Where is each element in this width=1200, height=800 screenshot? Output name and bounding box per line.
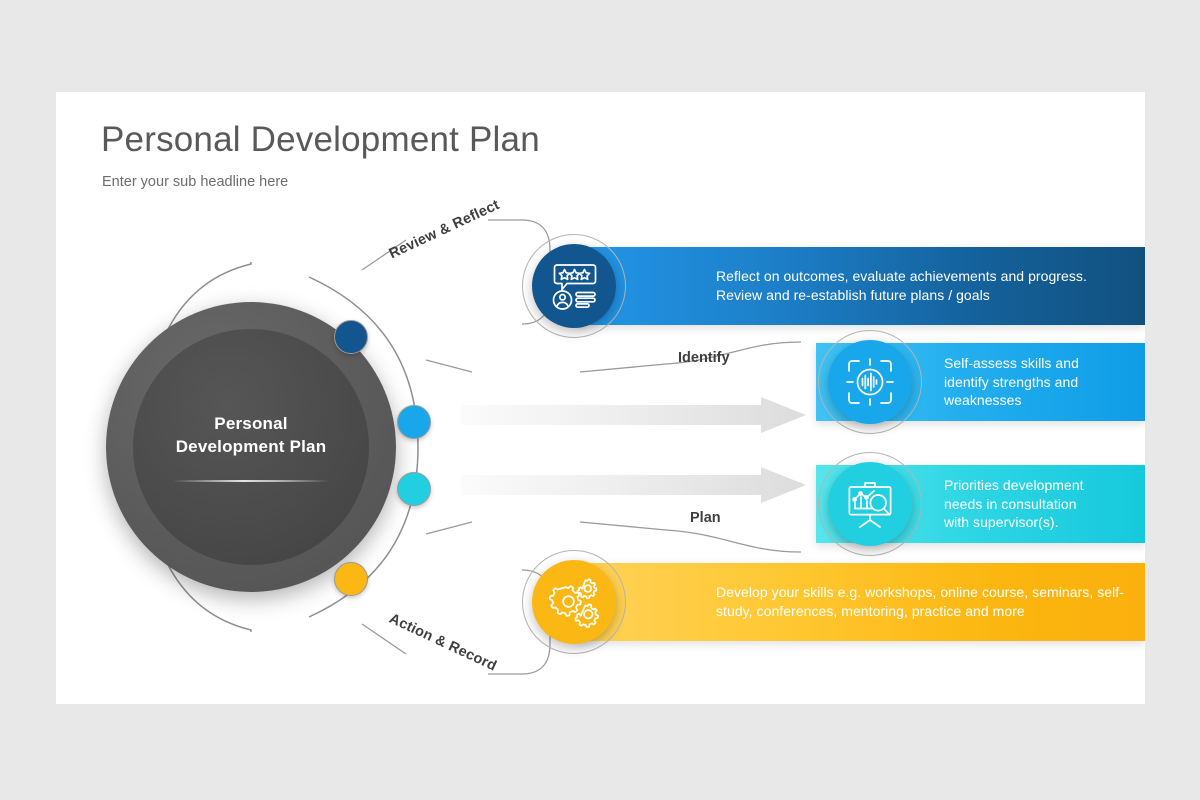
analytics-board-search-icon (848, 482, 892, 528)
page-title: Personal Development Plan (101, 120, 540, 159)
step-text-review-reflect: Reflect on outcomes, evaluate achievemen… (716, 267, 1087, 305)
step-text-line3: with supervisor(s). (944, 514, 1059, 531)
slide-canvas: Personal Development Plan Enter your sub… (56, 92, 1145, 704)
icon-ring-action-record (522, 550, 626, 654)
center-hub-inner: Personal Development Plan (133, 329, 369, 565)
flow-arrow-upper (461, 397, 806, 433)
icon-circle-review-reflect[interactable] (532, 244, 616, 328)
icon-circle-identify[interactable] (828, 340, 912, 424)
icon-ring-review-reflect (522, 234, 626, 338)
scan-waveform-icon (846, 358, 894, 406)
center-hub: Personal Development Plan (106, 302, 396, 592)
gears-icon (548, 578, 599, 629)
step-text-line1: Reflect on outcomes, evaluate achievemen… (716, 268, 1087, 285)
node-dot-plan[interactable] (397, 472, 431, 506)
step-text-line2: study, conferences, mentoring, practice … (716, 603, 1025, 619)
step-text-line2: needs in consultation (944, 495, 1077, 512)
icon-ring-identify (818, 330, 922, 434)
step-text-line1: Develop your skills e.g. workshops, onli… (716, 584, 1124, 601)
stage-label-plan: Plan (690, 510, 721, 526)
step-text-line2: identify strengths and (944, 373, 1079, 390)
step-text-line2: Review and re-establish future plans / g… (716, 287, 990, 303)
page-subtitle: Enter your sub headline here (102, 174, 289, 190)
center-hub-label: Personal Development Plan (176, 412, 327, 459)
icon-circle-action-record[interactable] (532, 560, 616, 644)
review-stars-icon (552, 264, 597, 310)
center-hub-line2: Development Plan (175, 437, 327, 456)
infographic-stage: Personal Development Plan Review & Refle… (56, 92, 1145, 704)
step-text-plan: Priorities development needs in consulta… (944, 476, 1084, 533)
center-hub-line1: Personal (214, 413, 288, 433)
flow-arrow-lower (461, 467, 806, 503)
stage-label-identify: Identify (678, 350, 730, 366)
node-dot-action-record[interactable] (334, 562, 368, 596)
center-hub-divider (173, 480, 329, 483)
step-bar-action-record[interactable]: Develop your skills e.g. workshops, onli… (576, 563, 1145, 641)
icon-ring-plan (818, 452, 922, 556)
step-text-line3: weaknesses (944, 392, 1022, 409)
step-bar-review-reflect[interactable]: Reflect on outcomes, evaluate achievemen… (576, 247, 1145, 325)
step-text-line1: Priorities development (944, 476, 1084, 493)
node-dot-review-reflect[interactable] (334, 320, 368, 354)
step-text-line1: Self-assess skills and (944, 354, 1079, 371)
step-text-identify: Self-assess skills and identify strength… (944, 354, 1079, 411)
icon-circle-plan[interactable] (828, 462, 912, 546)
step-text-action-record: Develop your skills e.g. workshops, onli… (716, 583, 1124, 621)
node-dot-identify[interactable] (397, 405, 431, 439)
